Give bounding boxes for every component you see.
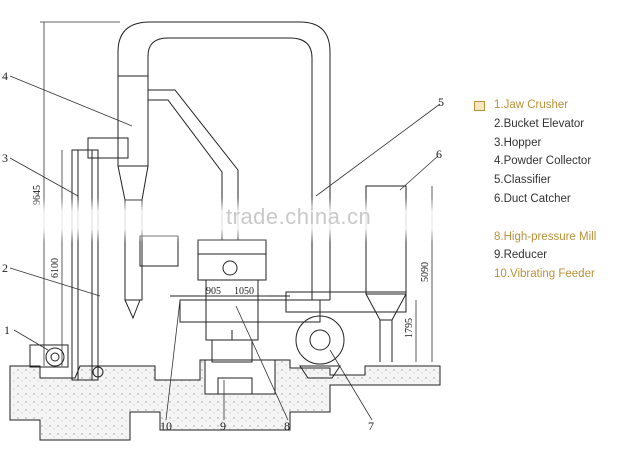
part-label-1: 1: [4, 323, 10, 337]
powder-collector: [117, 75, 179, 320]
legend-item-label: 4.Powder Collector: [494, 155, 592, 168]
part-number-labels: 1 2 3 4 5 6 7 8 9 10: [2, 69, 444, 433]
part-label-3: 3: [2, 151, 8, 165]
legend-item: 8.High-pressure Mill: [474, 228, 634, 247]
part-label-9: 9: [220, 419, 226, 433]
bucket-elevator: [71, 137, 129, 381]
part-label-4: 4: [2, 69, 8, 83]
legend-item-label: 3.Hopper: [494, 136, 542, 149]
parts-legend: 1.Jaw Crusher 2.Bucket Elevator 3.Hopper 4.…: [474, 96, 634, 284]
fan-blower: [285, 291, 407, 379]
dim-column-height: 6100: [50, 258, 61, 278]
part-label-8: 8: [284, 419, 290, 433]
dimension-labels: 9645 6100 5090 1795 905 1050: [32, 185, 431, 338]
legend-item: 4.Powder Collector: [474, 152, 634, 171]
legend-item: 5.Classifier: [474, 171, 634, 190]
legend-item: 9.Reducer: [474, 246, 634, 265]
dim-width-a: 905: [206, 286, 221, 297]
legend-item: [474, 209, 634, 228]
legend-item: 10.Vibrating Feeder: [474, 265, 634, 284]
legend-item: 6.Duct Catcher: [474, 190, 634, 209]
legend-item-label: 6.Duct Catcher: [494, 192, 571, 205]
part-label-5: 5: [438, 95, 444, 109]
legend-item: 3.Hopper: [474, 134, 634, 153]
legend-item-label: 10.Vibrating Feeder: [494, 268, 595, 281]
watermark-text: trade.china.cn: [226, 204, 372, 229]
legend-item-label: 5.Classifier: [494, 174, 551, 187]
dimension-lines: [40, 21, 433, 366]
leader-lines: [9, 75, 441, 421]
part-label-10: 10: [160, 419, 172, 433]
legend-item: 2.Bucket Elevator: [474, 115, 634, 134]
dim-total-height: 9645: [32, 185, 43, 205]
part-label-6: 6: [436, 147, 442, 161]
dim-hopper-lower: 1795: [404, 318, 415, 338]
legend-item-label: 8.High-pressure Mill: [494, 230, 597, 243]
legend-item-label: 2.Bucket Elevator: [494, 117, 585, 130]
part-label-7: 7: [368, 419, 374, 433]
duct-pipes: [117, 21, 331, 301]
legend-item-label: 1.Jaw Crusher: [494, 99, 569, 111]
legend-item: 1.Jaw Crusher: [474, 96, 634, 115]
dim-width-b: 1050: [234, 286, 254, 297]
legend-item-label: 9.Reducer: [494, 249, 548, 262]
part-label-2: 2: [2, 261, 8, 275]
dim-hopper-height: 5090: [420, 262, 431, 282]
jaw-crusher: [29, 344, 104, 378]
legend-bullet-icon: [474, 101, 485, 111]
watermark-band: [0, 198, 640, 242]
reducer: [211, 330, 253, 363]
